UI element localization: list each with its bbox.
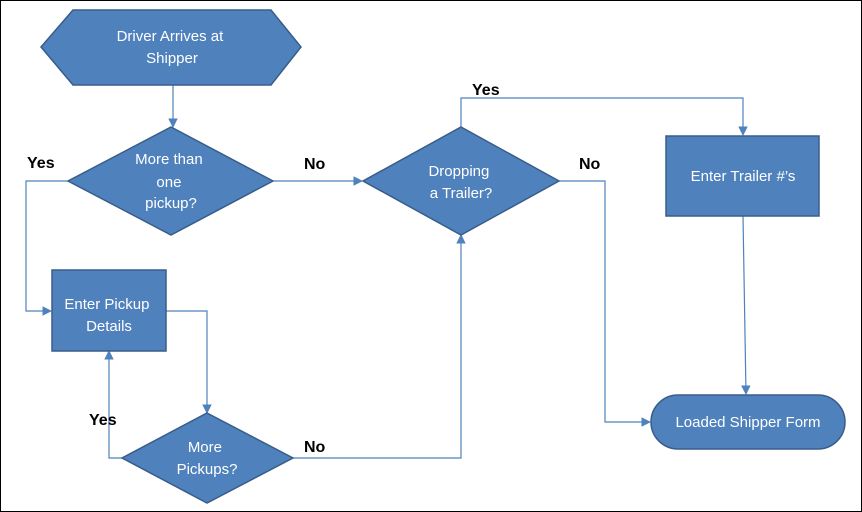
edge-no-to-loaded-form [559,180,651,427]
more-pickups-text: More Pickups? [177,439,238,478]
enter-pickup-text: Enter Pickup Details [64,296,153,335]
edge-yes-to-enter-trailer [460,97,748,136]
process-enter-pickup-details [51,269,167,352]
loaded-form-line-1: Loaded Shipper Form [675,414,820,431]
edge-no-more-pickups-to-dropping [293,234,466,459]
decision-more-than-one-line-1: More than [135,151,203,168]
terminal-loaded-shipper-form [650,394,846,450]
edge-yes-to-enter-pickup [25,180,68,316]
decision-dropping-line-2: a Trailer? [430,185,493,202]
start-text: Driver Arrives at Shipper [117,28,228,67]
label-yes-more-than-one: Yes [27,155,55,172]
more-pickups-line-2: Pickups? [177,461,238,478]
decision-more-than-one-line-3: pickup? [145,195,197,212]
label-yes-more-pickups: Yes [89,412,117,429]
decision-more-than-one-text: More than one pickup? [135,151,207,212]
decision-more-than-one-line-2: one [156,174,181,191]
label-no-more-than-one: No [304,156,326,173]
process-enter-trailer [665,135,820,217]
label-no-more-pickups: No [304,439,326,456]
start-text-line-2: Shipper [146,50,198,67]
decision-dropping-trailer [361,126,561,236]
decision-more-pickups [120,412,295,504]
decision-dropping-line-1: Dropping [428,163,489,180]
edge-yes-loop-to-pickup [104,350,122,459]
enter-trailer-line-1: Enter Trailer #’s [691,168,796,185]
label-no-dropping: No [579,156,601,173]
enter-trailer-text: Enter Trailer #’s [691,168,796,185]
enter-pickup-line-1: Enter Pickup [64,296,149,313]
start-text-line-1: Driver Arrives at [117,28,225,45]
more-pickups-line-1: More [188,439,222,456]
label-yes-dropping: Yes [472,82,500,99]
edge-trailer-to-loaded-form [741,215,751,395]
decision-dropping-text: Dropping a Trailer? [428,163,493,202]
start-hexagon [40,9,302,86]
edge-pickup-to-more-pickups [166,310,212,414]
enter-pickup-line-2: Details [86,318,132,335]
decision-more-than-one-pickup [66,126,275,236]
loaded-form-text: Loaded Shipper Form [675,414,820,431]
